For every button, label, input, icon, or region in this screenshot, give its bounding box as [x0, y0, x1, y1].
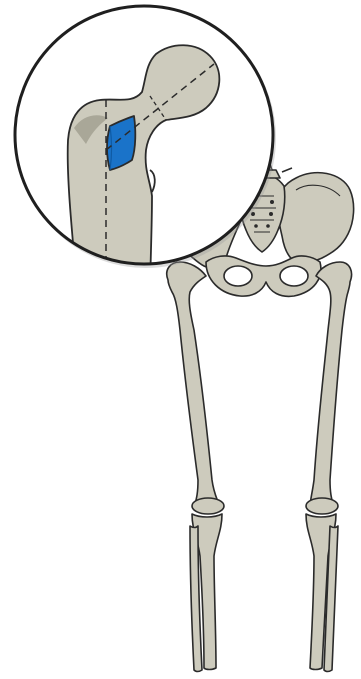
left-femur: [167, 262, 220, 511]
left-knee: [192, 498, 224, 514]
left-obturator-foramen: [224, 266, 252, 286]
right-femur: [310, 262, 352, 511]
right-ilium: [278, 173, 353, 264]
magnifier-inset: [15, 6, 276, 300]
right-knee: [306, 498, 338, 514]
right-obturator-foramen: [280, 266, 308, 286]
